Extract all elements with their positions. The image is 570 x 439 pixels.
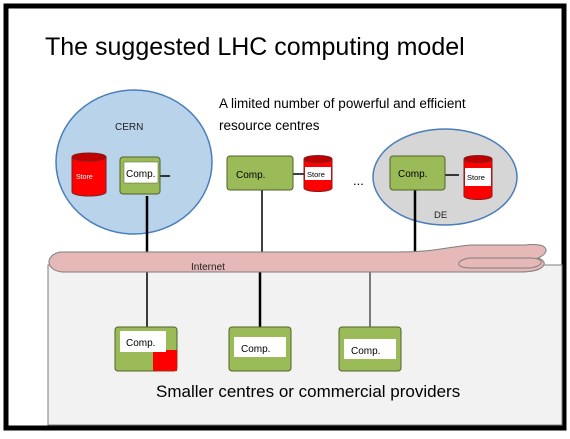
de-store: Store xyxy=(463,155,493,200)
internet-label: Internet xyxy=(191,262,225,273)
subtitle-line-2: resource centres xyxy=(219,118,320,133)
cern-store-label: Store xyxy=(76,174,93,181)
centre-comp-label: Comp. xyxy=(236,170,265,181)
cern-comp-panel xyxy=(123,161,159,184)
de-store-label: Store xyxy=(467,173,485,182)
small-comp-1-label: Comp. xyxy=(126,338,155,349)
de-comp-label: Comp. xyxy=(398,169,427,180)
cern-label: CERN xyxy=(115,122,143,133)
cern-store: Store xyxy=(71,152,107,197)
cern-comp-label: Comp. xyxy=(126,169,155,180)
more-centres-ellipsis: ... xyxy=(353,173,364,188)
bottom-caption: Smaller centres or commercial providers xyxy=(156,382,460,401)
centre-comp-box xyxy=(226,155,294,191)
small-comp-3-panel xyxy=(344,339,396,359)
internet-cloud-lobe xyxy=(458,257,542,269)
de-comp-box xyxy=(389,155,446,191)
slide-title: The suggested LHC computing model xyxy=(45,33,465,61)
subtitle-line-1: A limited number of powerful and efficie… xyxy=(219,96,466,111)
de-label: DE xyxy=(434,210,447,221)
small-comp-1-panel xyxy=(120,331,166,352)
centre-store-label: Store xyxy=(307,170,325,179)
small-comp-2-panel xyxy=(234,337,286,357)
small-comp-3-label: Comp. xyxy=(351,346,380,357)
small-comp-1-store xyxy=(153,350,177,371)
internet-cloud xyxy=(48,243,547,273)
centre-store: Store xyxy=(303,155,333,192)
small-comp-2-label: Comp. xyxy=(241,344,270,355)
